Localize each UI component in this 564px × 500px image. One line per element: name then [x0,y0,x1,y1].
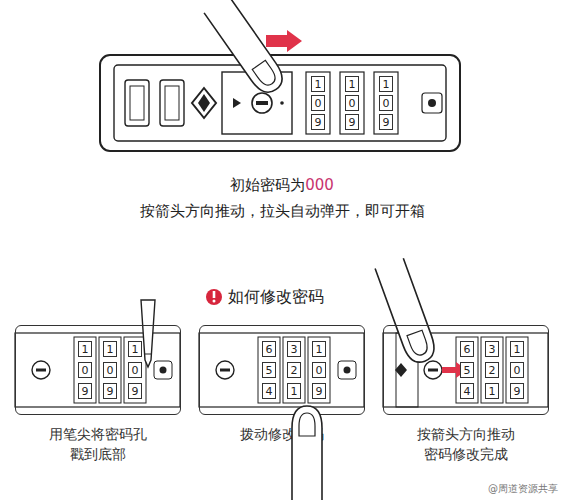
wheel-digit: 1 [78,341,92,357]
wheel-digit: 0 [345,95,359,111]
wheel-digit: 9 [311,114,325,130]
wheel-digit: 4 [460,383,474,399]
wheel-digit: 1 [103,341,117,357]
step-caption: 按箭头方向推动 密码修改完成 [410,424,522,464]
wheel-digit: 9 [510,383,524,399]
wheel-digit: 1 [128,341,142,357]
wheel-digit: 9 [128,383,142,399]
wheel-digit: 5 [460,362,474,378]
section-title: 如何修改密码 [228,287,324,308]
wheel-digit: 3 [485,341,499,357]
wheel-digit: 3 [287,341,301,357]
wheel-digit: 2 [287,362,301,378]
wheel-digit: 4 [262,383,276,399]
wheel-digit: 0 [510,362,524,378]
initial-code-line: 初始密码为000 [0,176,564,195]
wheel-digit: 0 [103,362,117,378]
wheel-digit: 0 [312,362,326,378]
wheel-digit: 1 [510,341,524,357]
wheel-digit: 1 [485,383,499,399]
step-panel: 用笔尖将密码孔 戳到底部 [15,325,181,415]
wheel-digit: 9 [103,383,117,399]
wheel-digit: 1 [311,76,325,92]
open-instruction-line: 按箭头方向推动，拉头自动弹开，即可开箱 [0,202,564,221]
open-instruction: 按箭头方向推动，拉头自动弹开，即可开箱 [140,202,425,220]
wheel-digit: 2 [485,362,499,378]
wheel-digit: 1 [379,76,393,92]
wheel-digit: 0 [311,95,325,111]
watermark: @周道资源共享 [488,482,558,496]
wheel-digit: 9 [78,383,92,399]
wheel-digit: 6 [460,341,474,357]
wheel-digit: 0 [78,362,92,378]
initial-code-value: 000 [305,176,334,194]
step-panel: 拨动修改密码 [199,325,365,415]
wheel-digit: 0 [379,95,393,111]
wheel-digit: 9 [345,114,359,130]
wheel-digit: 6 [262,341,276,357]
wheel-digit: 1 [345,76,359,92]
step-caption: 拨动修改密码 [226,424,338,444]
wheel-digit: 1 [312,341,326,357]
wheel-digit: 9 [312,383,326,399]
wheel-digit: 5 [262,362,276,378]
wheel-digit: 9 [379,114,393,130]
wheel-digit: 0 [128,362,142,378]
wheel-digit: 1 [287,383,301,399]
initial-code-text: 初始密码为 [230,176,305,194]
step-caption: 用笔尖将密码孔 戳到底部 [42,424,154,464]
